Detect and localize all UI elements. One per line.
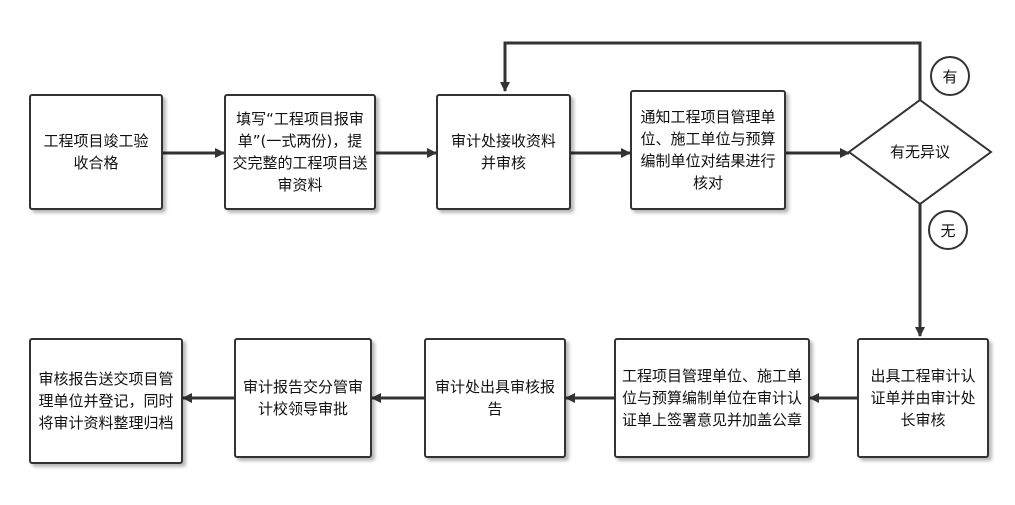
step-issue-report: 审计处出具审核报告 <box>424 338 566 458</box>
no-label-node: 无 <box>928 210 968 250</box>
step-deliver-and-archive: 审核报告送交项目管理单位并登记，同时将审计资料整理归档 <box>29 338 183 464</box>
step-sign-and-stamp-text: 工程项目管理单位、施工单位与预算编制单位在审计认证单上签署意见并加盖公章 <box>622 367 803 429</box>
step-issue-certificate-text: 出具工程审计认证单并由审计处长审核 <box>870 367 976 429</box>
step-deliver-and-archive-text: 审核报告送交项目管理单位并登记，同时将审计资料整理归档 <box>38 370 174 432</box>
yes-label-node: 有 <box>930 56 970 96</box>
decision-text: 有无异议 <box>890 143 950 161</box>
no-label-text: 无 <box>940 222 955 240</box>
yes-label-text: 有 <box>942 68 957 86</box>
step-sign-and-stamp: 工程项目管理单位、施工单位与预算编制单位在审计认证单上签署意见并加盖公章 <box>614 338 810 458</box>
step-submit-audit-form-text: 填写“工程项目报审单”(一式两份)，提交完整的工程项目送审资料 <box>232 110 368 194</box>
decision-node: 有无异议 <box>847 98 993 206</box>
step-completion-acceptance: 工程项目竣工验收合格 <box>29 94 163 210</box>
step-leader-approval: 审计报告交分管审计校领导审批 <box>234 338 372 458</box>
step-completion-acceptance-text: 工程项目竣工验收合格 <box>43 132 149 172</box>
step-leader-approval-text: 审计报告交分管审计校领导审批 <box>242 378 363 418</box>
step-notify-and-verify: 通知工程项目管理单位、施工单位与预算编制单位对结果进行核对 <box>630 90 786 210</box>
step-receive-and-review-text: 审计处接收资料并审核 <box>450 132 556 172</box>
step-submit-audit-form: 填写“工程项目报审单”(一式两份)，提交完整的工程项目送审资料 <box>224 94 376 210</box>
step-receive-and-review: 审计处接收资料并审核 <box>436 94 571 210</box>
step-issue-certificate: 出具工程审计认证单并由审计处长审核 <box>857 338 989 458</box>
arrow-decision-yes-loop <box>500 41 922 100</box>
step-issue-report-text: 审计处出具审核报告 <box>434 378 555 418</box>
step-notify-and-verify-text: 通知工程项目管理单位、施工单位与预算编制单位对结果进行核对 <box>640 108 776 192</box>
